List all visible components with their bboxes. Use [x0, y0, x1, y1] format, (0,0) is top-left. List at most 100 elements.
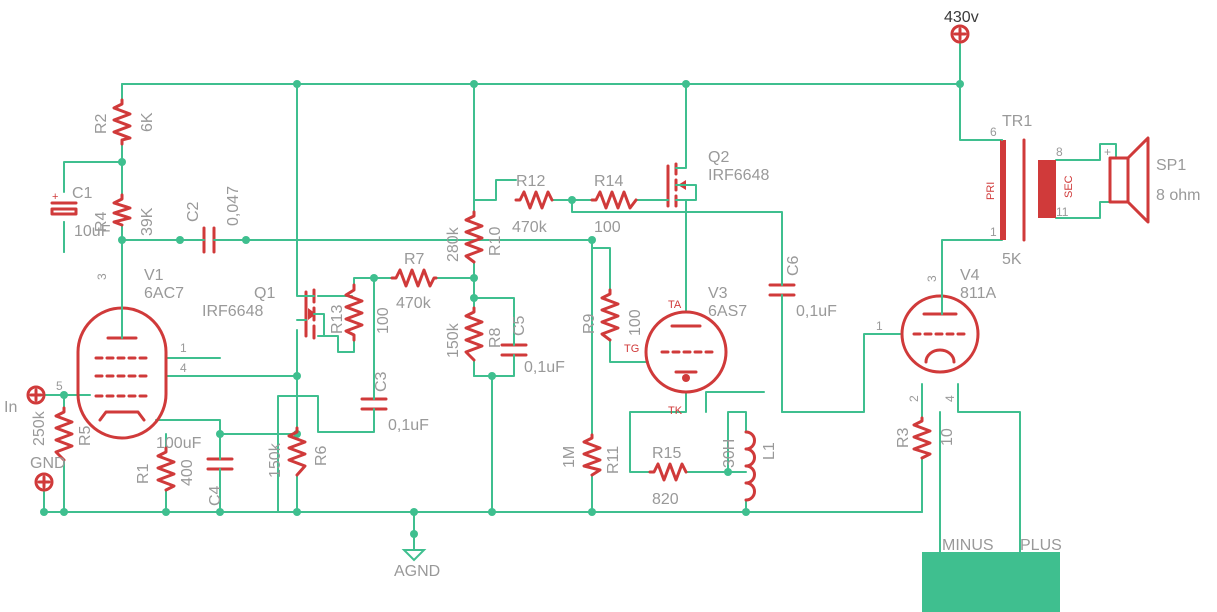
resistor-r14	[590, 190, 638, 210]
c6-value: 0,1uF	[796, 303, 837, 320]
v4-pin-4: 4	[943, 395, 957, 402]
r5-value: 250k	[31, 410, 48, 446]
r1-value: 400	[179, 459, 196, 486]
transformer-tr1	[1000, 138, 1056, 242]
resistor-r10	[464, 210, 484, 264]
tr1-pri-label: PRI	[985, 182, 997, 200]
r4-value: 39K	[139, 207, 156, 236]
gnd-label: GND	[30, 455, 66, 472]
power-supply-block	[922, 552, 1060, 612]
resistor-r4	[112, 193, 132, 227]
resistor-r9	[600, 288, 620, 342]
v4-pin-1: 1	[876, 319, 883, 333]
r1-name: R1	[135, 463, 152, 484]
c3-name: C3	[373, 371, 390, 392]
r12-value: 470k	[512, 219, 548, 236]
r15-value: 820	[652, 491, 679, 508]
r7-value: 470k	[396, 295, 432, 312]
agnd-ground-icon	[401, 549, 427, 562]
c1-name: C1	[72, 185, 93, 202]
capacitor-c6	[768, 279, 796, 301]
c2-name: C2	[185, 201, 202, 222]
resistor-r13	[344, 283, 364, 342]
l1-value: 30H	[721, 439, 738, 468]
tr1-pin-6: 6	[990, 125, 997, 139]
v3-name: V3	[708, 285, 728, 302]
r11-value: 1M	[561, 446, 578, 468]
capacitor-c1	[50, 201, 78, 216]
supply-connector[interactable]	[950, 24, 970, 44]
tube-v4	[900, 289, 980, 374]
q2-value: IRF6648	[708, 167, 769, 184]
tr1-name: TR1	[1002, 113, 1032, 130]
v4-pin-3: 3	[925, 275, 939, 282]
r9-name: R9	[581, 313, 598, 334]
resistor-r5	[54, 406, 74, 462]
tube-v3	[644, 310, 728, 394]
r8-name: R8	[487, 327, 504, 348]
resistor-r2	[112, 98, 132, 146]
r3-value: 10	[939, 428, 956, 446]
resistor-r15	[648, 462, 688, 482]
sp1-name: SP1	[1156, 157, 1186, 174]
r10-value: 280k	[445, 226, 462, 262]
input-connector[interactable]	[26, 385, 46, 405]
r15-name: R15	[652, 445, 681, 462]
sp1-value: 8 ohm	[1156, 187, 1200, 204]
v4-name: V4	[960, 267, 980, 284]
v3-ta-label: TA	[668, 299, 682, 311]
tr1-pin-1: 1	[990, 225, 997, 239]
inductor-l1	[744, 430, 756, 502]
v3-value: 6AS7	[708, 303, 747, 320]
capacitor-c3	[360, 391, 388, 417]
q2-name: Q2	[708, 149, 729, 166]
r10-name: R10	[487, 227, 504, 256]
r8-value: 150k	[445, 322, 462, 358]
resistor-r6	[287, 426, 307, 477]
r13-name: R13	[329, 305, 346, 334]
v3-tk-label: TK	[668, 405, 683, 417]
q1-name: Q1	[254, 285, 275, 302]
minus-label: MINUS	[942, 537, 994, 554]
labels: 430v R2 6K R4 39K C1 + 10uF C2 0,047 3 V…	[4, 9, 1200, 580]
gnd-connector[interactable]	[34, 472, 54, 492]
r2-value: 6K	[139, 112, 156, 132]
wires	[35, 41, 1117, 553]
capacitor-c2	[197, 226, 229, 254]
r4-name: R4	[93, 211, 110, 232]
r13-value: 100	[375, 307, 392, 334]
capacitor-c4	[206, 451, 234, 477]
c4-value: 100uF	[156, 435, 202, 452]
v4-value: 811A	[960, 285, 997, 302]
l1-name: L1	[761, 442, 778, 460]
speaker-sp1	[1108, 136, 1150, 224]
v1-name: V1	[144, 267, 164, 284]
c5-name: C5	[511, 315, 528, 336]
v4-pin-2: 2	[907, 395, 921, 402]
v1-pin-1: 1	[180, 341, 187, 355]
c1-value: 10uF	[74, 223, 111, 240]
tube-v1	[76, 299, 168, 440]
agnd-label: AGND	[394, 563, 440, 580]
r5-name: R5	[77, 425, 94, 446]
mosfet-q2	[661, 159, 697, 208]
tr1-value: 5K	[1002, 251, 1022, 268]
v1-pin-4: 4	[180, 361, 187, 375]
r6-name: R6	[313, 445, 330, 466]
resistor-r12	[514, 190, 554, 210]
tr1-pin-11: 11	[1056, 205, 1069, 219]
sp1-plus: +	[1104, 145, 1111, 159]
supply-label: 430v	[944, 9, 979, 26]
mosfet-q1	[296, 281, 325, 340]
r14-name: R14	[594, 173, 623, 190]
r14-value: 100	[594, 219, 621, 236]
r9-value: 100	[627, 309, 644, 336]
resistor-r1	[156, 446, 176, 492]
r7-name: R7	[404, 251, 425, 268]
resistor-r7	[390, 268, 438, 288]
plus-label: PLUS	[1020, 537, 1062, 554]
c1-plus: +	[52, 191, 58, 203]
c6-name: C6	[785, 255, 802, 276]
v1-pin-5: 5	[56, 379, 63, 393]
